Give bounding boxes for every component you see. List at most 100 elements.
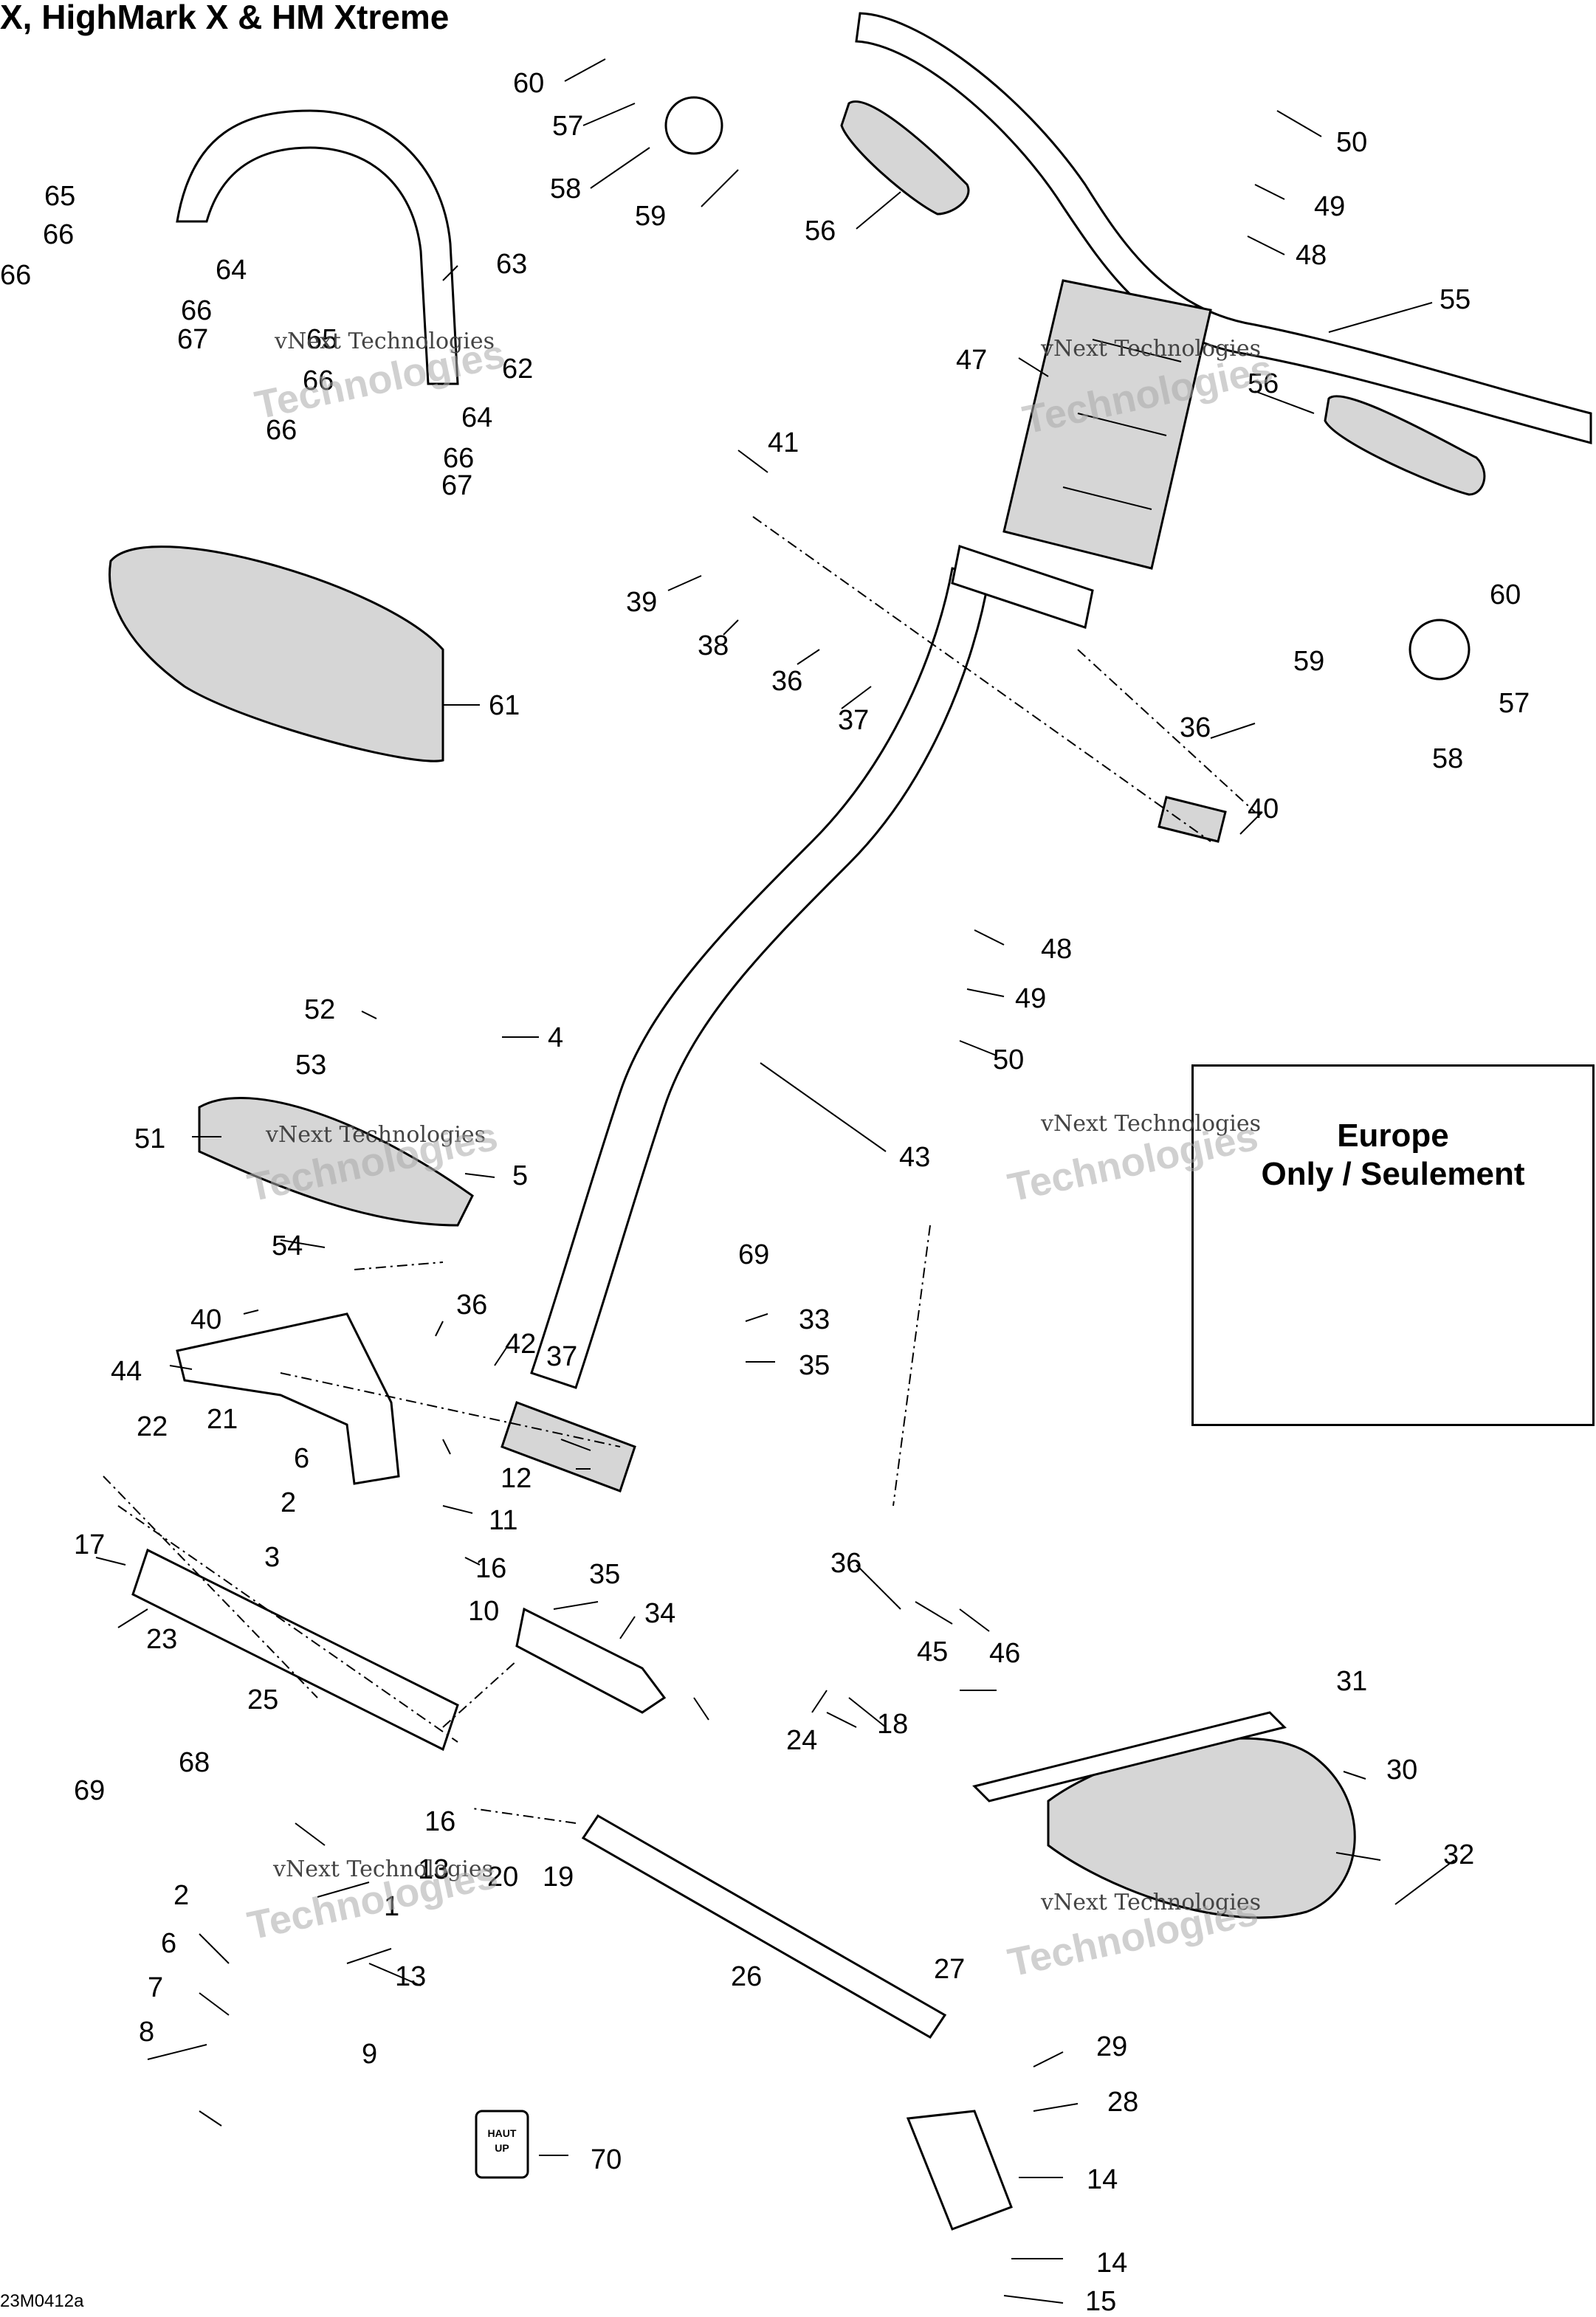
- watermark-1: vNext Technologies: [275, 328, 495, 354]
- part-callout-65a: 65: [44, 181, 75, 212]
- part-callout-36d: 36: [830, 1548, 861, 1579]
- part-callout-50b: 50: [993, 1044, 1024, 1075]
- watermark-2: vNext Technologies: [1041, 336, 1262, 362]
- part-callout-45: 45: [917, 1636, 948, 1667]
- part-callout-49b: 49: [1015, 983, 1046, 1014]
- grip-right: [1324, 395, 1486, 496]
- part-callout-60b: 60: [1490, 579, 1521, 610]
- part-callout-8: 8: [139, 2017, 154, 2048]
- clamp: [1158, 796, 1227, 843]
- bar-end-left: [664, 96, 723, 155]
- part-callout-37b: 37: [546, 1341, 577, 1372]
- part-callout-14a: 14: [1087, 2164, 1118, 2195]
- part-callout-34: 34: [644, 1598, 675, 1629]
- drag-link: [515, 1607, 667, 1714]
- part-callout-26: 26: [731, 1961, 762, 1992]
- part-callout-47: 47: [956, 345, 987, 376]
- part-callout-30: 30: [1386, 1755, 1417, 1786]
- watermark-6: vNext Technologies: [1041, 1890, 1262, 1915]
- part-callout-4: 4: [548, 1022, 563, 1053]
- part-callout-19: 19: [543, 1862, 574, 1893]
- orientation-tag: [475, 2110, 529, 2179]
- part-callout-33: 33: [799, 1304, 830, 1335]
- part-callout-36c: 36: [456, 1290, 487, 1321]
- part-callout-53: 53: [295, 1050, 326, 1081]
- part-callout-35b: 35: [589, 1559, 620, 1590]
- watermark-4: vNext Technologies: [1041, 1111, 1262, 1137]
- part-callout-1: 1: [384, 1891, 399, 1922]
- part-callout-31: 31: [1336, 1666, 1367, 1697]
- part-callout-29: 29: [1096, 2031, 1127, 2062]
- orientation-tag-text: HAUT UP: [487, 2127, 517, 2154]
- part-callout-17: 17: [74, 1529, 105, 1560]
- part-callout-36a: 36: [771, 666, 802, 697]
- part-callout-3: 3: [264, 1542, 280, 1573]
- part-callout-68: 68: [179, 1747, 210, 1778]
- part-callout-27: 27: [934, 1954, 965, 1985]
- watermark-5: vNext Technologies: [273, 1856, 494, 1882]
- part-callout-66b: 66: [0, 260, 31, 291]
- part-callout-70: 70: [591, 2144, 622, 2175]
- part-callout-51: 51: [134, 1123, 165, 1154]
- part-callout-2b: 2: [173, 1880, 189, 1911]
- part-callout-67a: 67: [177, 324, 208, 355]
- part-callout-57a: 57: [552, 111, 583, 142]
- bar-end-right: [1408, 619, 1471, 681]
- inset-title-line2: Only / Seulement: [1261, 1156, 1525, 1192]
- part-callout-40b: 40: [190, 1304, 221, 1335]
- part-callout-69b: 69: [74, 1775, 105, 1806]
- part-callout-35a: 35: [799, 1350, 830, 1381]
- part-callout-44: 44: [111, 1356, 142, 1387]
- part-callout-61: 61: [489, 690, 520, 721]
- part-callout-58b: 58: [1432, 743, 1463, 774]
- part-callout-66d: 66: [303, 365, 334, 396]
- part-callout-38: 38: [698, 630, 729, 661]
- steering-column: [530, 567, 991, 1389]
- part-callout-37a: 37: [838, 705, 869, 736]
- part-callout-18: 18: [877, 1709, 908, 1740]
- part-callout-69a: 69: [738, 1239, 769, 1270]
- part-callout-66a: 66: [43, 219, 74, 250]
- part-callout-6b: 6: [161, 1928, 176, 1959]
- part-callout-54: 54: [272, 1230, 303, 1261]
- part-callout-50a: 50: [1336, 127, 1367, 158]
- riser-block: [1002, 279, 1212, 570]
- inset-title-line1: Europe: [1337, 1118, 1449, 1154]
- part-callout-52: 52: [304, 994, 335, 1025]
- part-callout-62: 62: [502, 354, 533, 385]
- part-callout-11: 11: [489, 1505, 517, 1536]
- part-callout-58a: 58: [550, 173, 581, 204]
- europe-inset: Europe Only / Seulement: [1191, 1064, 1595, 1426]
- part-callout-40a: 40: [1248, 793, 1279, 824]
- part-callout-57b: 57: [1499, 688, 1530, 719]
- part-callout-66c: 66: [181, 295, 212, 326]
- part-callout-64b: 64: [461, 402, 492, 433]
- part-callout-55: 55: [1440, 284, 1471, 315]
- steering-bracket-44: [176, 1312, 400, 1485]
- part-callout-15: 15: [1085, 2286, 1116, 2317]
- part-callout-16a: 16: [475, 1553, 506, 1584]
- part-callout-10: 10: [468, 1596, 499, 1627]
- part-callout-60a: 60: [513, 68, 544, 99]
- part-callout-49a: 49: [1314, 191, 1345, 222]
- part-callout-67b: 67: [441, 470, 472, 501]
- part-callout-48b: 48: [1041, 934, 1072, 965]
- part-callout-6a: 6: [294, 1443, 309, 1474]
- part-callout-39: 39: [626, 587, 657, 618]
- tie-rod: [581, 1814, 947, 2039]
- document-reference: 23M0412a: [0, 2291, 84, 2311]
- part-callout-7: 7: [148, 1972, 163, 2003]
- part-callout-43: 43: [899, 1142, 930, 1173]
- column-fitting: [501, 1401, 636, 1493]
- part-callout-56a: 56: [805, 216, 836, 247]
- part-callout-21: 21: [207, 1404, 238, 1435]
- part-callout-66f: 66: [443, 443, 474, 474]
- boot-retainer-plate: [972, 1711, 1287, 1803]
- part-callout-9: 9: [362, 2039, 377, 2070]
- part-callout-64a: 64: [216, 255, 247, 286]
- diagram-title: X, HighMark X & HM Xtreme: [0, 0, 450, 36]
- grip-left: [840, 100, 970, 216]
- part-callout-59b: 59: [1293, 646, 1324, 677]
- part-callout-24: 24: [786, 1725, 817, 1756]
